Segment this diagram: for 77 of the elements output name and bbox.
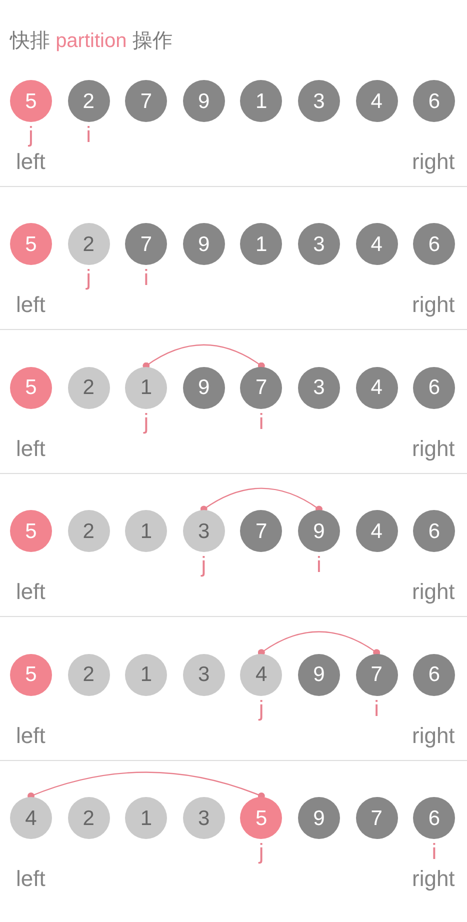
bound-label: right xyxy=(412,436,455,461)
number-circle: 4 xyxy=(10,797,52,839)
number-circle: 6 xyxy=(413,80,456,122)
pointer-label: j xyxy=(258,840,264,864)
title: 快排 partition 操作 xyxy=(10,29,172,54)
number-circle: 3 xyxy=(182,654,225,696)
bound-label: left xyxy=(16,436,46,461)
number-circle: 3 xyxy=(298,80,340,122)
number-circle: 2 xyxy=(68,366,110,409)
number-circle: 3 xyxy=(182,797,225,839)
number-circle: 4 xyxy=(356,80,398,122)
number-circle: 6 xyxy=(413,366,456,409)
number-circle: 1 xyxy=(125,510,168,552)
swap-arc xyxy=(142,344,265,370)
number-circle: 4 xyxy=(240,654,282,696)
number-circle: 2 xyxy=(68,80,110,122)
bound-label: right xyxy=(412,867,455,891)
number-circle: 4 xyxy=(356,510,398,552)
number-circle: 1 xyxy=(125,654,168,696)
pointer-label: j xyxy=(201,553,206,578)
number-circle: 5 xyxy=(10,510,52,552)
number-circle: 5 xyxy=(10,223,52,266)
number-circle: 9 xyxy=(298,510,340,552)
number-circle: 4 xyxy=(356,223,398,266)
pointer-label: i xyxy=(374,696,379,721)
number-circle: 6 xyxy=(413,654,456,696)
number-circle: 7 xyxy=(240,510,282,552)
number-circle: 1 xyxy=(125,366,168,409)
bound-label: left xyxy=(16,580,46,604)
pointer-label: i xyxy=(432,840,437,864)
bound-label: right xyxy=(412,150,455,174)
bound-label: left xyxy=(16,293,46,318)
pointer-label: j xyxy=(258,696,264,721)
number-circle: 5 xyxy=(10,654,52,696)
number-circle: 1 xyxy=(240,80,282,122)
number-circle: 3 xyxy=(182,510,225,552)
number-circle: 7 xyxy=(240,366,282,409)
number-circle: 3 xyxy=(298,366,340,409)
pointer-label: i xyxy=(144,266,149,290)
number-circle: 1 xyxy=(240,223,282,266)
number-circle: 6 xyxy=(413,797,456,839)
number-circle: 6 xyxy=(413,510,456,552)
number-circle: 5 xyxy=(10,80,52,122)
number-circle: 9 xyxy=(182,223,225,266)
pointer-label: i xyxy=(86,123,91,147)
number-circle: 7 xyxy=(125,80,168,122)
pointer-label: j xyxy=(28,123,34,147)
number-circle: 7 xyxy=(125,223,168,266)
number-circle: 7 xyxy=(356,654,398,696)
number-circle: 2 xyxy=(68,654,110,696)
number-circle: 2 xyxy=(68,797,110,839)
bound-label: right xyxy=(412,293,455,318)
number-circle: 7 xyxy=(356,797,398,839)
swap-arc xyxy=(28,772,265,800)
bound-label: left xyxy=(16,150,46,174)
number-circle: 2 xyxy=(68,510,110,552)
pointer-label: i xyxy=(316,553,322,578)
number-circle: 1 xyxy=(125,797,168,839)
swap-arc xyxy=(200,488,322,513)
number-circle: 9 xyxy=(182,366,225,409)
number-circle: 3 xyxy=(298,223,340,266)
bound-label: right xyxy=(412,580,455,604)
bound-label: right xyxy=(412,724,455,748)
number-circle: 5 xyxy=(10,366,52,409)
number-circle: 9 xyxy=(182,80,225,122)
bound-label: left xyxy=(16,724,46,748)
pointer-label: i xyxy=(258,410,264,434)
pointer-label: j xyxy=(144,410,149,434)
swap-arc xyxy=(258,631,380,656)
number-circle: 9 xyxy=(298,654,340,696)
number-circle: 6 xyxy=(413,223,456,266)
number-circle: 2 xyxy=(68,223,110,266)
number-circle: 5 xyxy=(240,797,282,839)
pointer-label: j xyxy=(86,266,91,290)
number-circle: 4 xyxy=(356,366,398,409)
number-circle: 9 xyxy=(298,797,340,839)
bound-label: left xyxy=(16,867,46,891)
